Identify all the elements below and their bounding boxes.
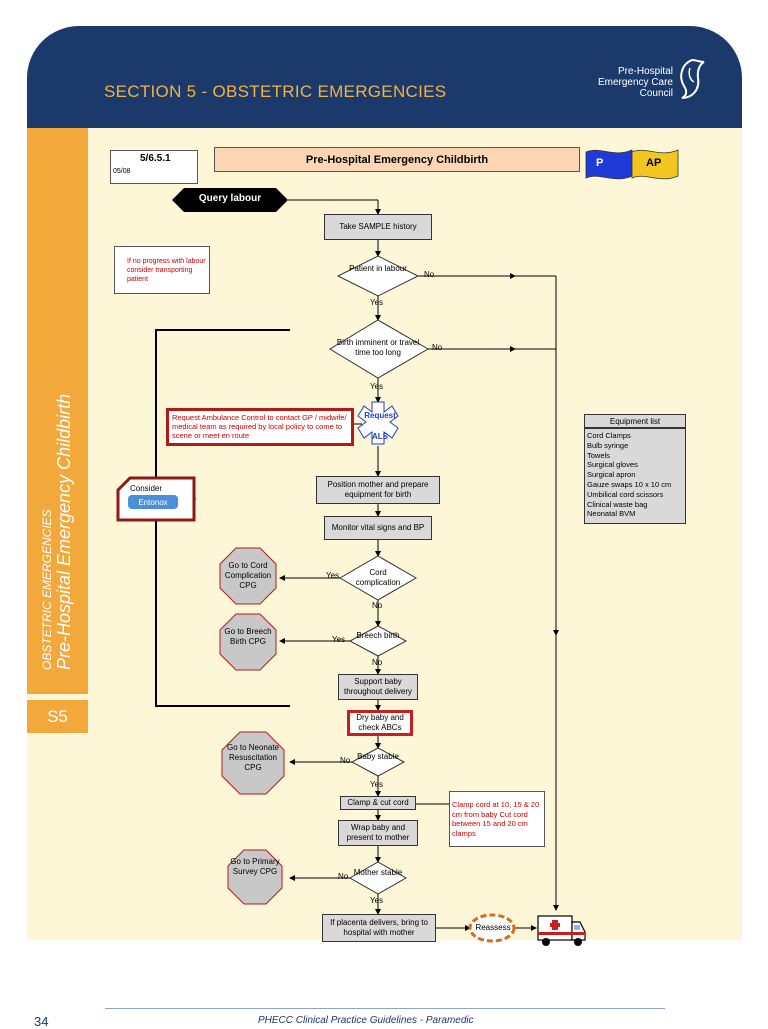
equipment-item: Gauze swaps 10 x 10 cm: [587, 479, 672, 489]
reassess-icon: [468, 913, 516, 943]
footer-publication: PHECC Clinical Practice Guidelines - Par…: [258, 1015, 474, 1026]
equipment-item: Neonatal BVM: [587, 509, 636, 519]
position-mother-box: Position mother and prepare equipment fo…: [316, 476, 440, 504]
breech-cpg-label: Go to Breech Birth CPG: [224, 627, 272, 646]
breech-birth-label: Breech birth: [356, 631, 400, 640]
equipment-item: Surgical apron: [587, 470, 636, 480]
equipment-item: Clinical waste bag: [587, 499, 648, 509]
support-baby-box: Support baby throughout delivery: [338, 674, 418, 700]
yes-label-2: Yes: [370, 382, 384, 391]
section-prefix: SECTION 5 -: [104, 82, 213, 101]
equipment-item: Towels: [587, 450, 610, 460]
no-label-6: No: [338, 872, 349, 881]
dry-baby-box: Dry baby and check ABCs: [347, 710, 413, 736]
yes-label-4: Yes: [332, 635, 346, 644]
council-line-2: Emergency Care: [597, 77, 673, 88]
clamp-cut-box: Clamp & cut cord: [340, 796, 416, 810]
query-labour-shape: [172, 188, 288, 212]
section-title: SECTION 5 - OBSTETRIC EMERGENCIES: [104, 82, 446, 102]
query-labour-label: Query labour: [198, 193, 262, 204]
breech-cpg-octagon: [219, 613, 277, 671]
p-flag-label: P: [596, 157, 604, 169]
primary-cpg-octagon: [227, 849, 283, 905]
no-label-5: No: [340, 756, 351, 765]
reassess-label: Reassess: [475, 923, 511, 932]
sample-history-box: Take SAMPLE history: [324, 214, 432, 240]
birth-imminent-label: Birth imminent or travel time too long: [336, 338, 420, 357]
ambulance-control-note: Request Ambulance Control to contact GP …: [166, 408, 354, 446]
no-label-4: No: [372, 658, 383, 667]
guideline-code-box: [110, 150, 198, 184]
consider-label: Consider: [130, 484, 163, 493]
footer-divider: [105, 1008, 665, 1009]
baby-stable-label: Baby stable: [357, 752, 399, 761]
yes-label-6: Yes: [370, 896, 384, 905]
cord-complication-label: Cord complication: [355, 568, 401, 587]
page-number: 34: [34, 1014, 49, 1029]
monitor-vitals-box: Monitor vital signs and BP: [324, 516, 432, 540]
council-line-3: Council: [639, 88, 673, 99]
equipment-list-title: Equipment list: [584, 414, 686, 428]
council-line-1: Pre-Hospital: [617, 66, 673, 77]
no-progress-note: If no progress with labour consider tran…: [114, 246, 210, 294]
placenta-box: If placenta delivers, bring to hospital …: [322, 914, 436, 942]
equipment-item: Bulb syringe: [587, 440, 629, 450]
ap-flag-icon: [631, 149, 679, 180]
no-label-1: No: [424, 270, 435, 279]
side-bar: [27, 128, 88, 694]
mother-stable-diamond: [348, 861, 408, 895]
cord-cpg-label: Go to Cord Complication CPG: [224, 561, 272, 590]
header-banner: [27, 26, 742, 128]
guideline-title: Pre-Hospital Emergency Childbirth: [214, 147, 580, 172]
yes-label-5: Yes: [370, 780, 384, 789]
request-label: Request: [364, 411, 396, 420]
p-flag-icon: [585, 149, 633, 180]
guideline-date: 05/08: [113, 168, 131, 175]
equipment-item: Cord Clamps: [587, 431, 631, 440]
no-label-2: No: [432, 343, 443, 352]
mother-stable-label: Mother stable: [353, 868, 403, 877]
patient-labour-label: Patient in labour: [349, 264, 407, 273]
entonox-label: Entonox: [128, 495, 178, 509]
clamp-cord-note: Clamp cord at 10, 15 & 20 cm from baby C…: [449, 791, 545, 847]
equipment-item: Umbilical cord scissors: [587, 489, 664, 499]
section-name: OBSTETRIC EMERGENCIES: [212, 82, 447, 101]
wrap-baby-box: Wrap baby and present to mother: [338, 820, 418, 846]
equipment-item: Surgical gloves: [587, 460, 638, 470]
section-tab: S5: [27, 700, 88, 733]
request-als-star-icon: [357, 401, 399, 445]
equipment-list: Cord Clamps Bulb syringe Towels Surgical…: [584, 428, 686, 524]
guideline-code: 5/6.5.1: [140, 153, 171, 164]
patient-labour-diamond: [336, 255, 420, 297]
als-label: ALS: [372, 432, 388, 441]
yes-label-3: Yes: [326, 571, 340, 580]
yes-label-1: Yes: [370, 298, 384, 307]
ambulance-icon: [537, 915, 586, 946]
neonate-cpg-label: Go to Neonate Resuscitation CPG: [226, 743, 280, 772]
council-logo-icon: [680, 58, 705, 99]
ap-flag-label: AP: [646, 157, 662, 169]
council-name: Pre-Hospital Emergency Care Council: [585, 66, 673, 99]
cord-cpg-octagon: [219, 547, 277, 605]
primary-cpg-label: Go to Primary Survey CPG: [230, 857, 280, 876]
neonate-cpg-octagon: [221, 731, 285, 795]
no-label-3: No: [372, 601, 383, 610]
